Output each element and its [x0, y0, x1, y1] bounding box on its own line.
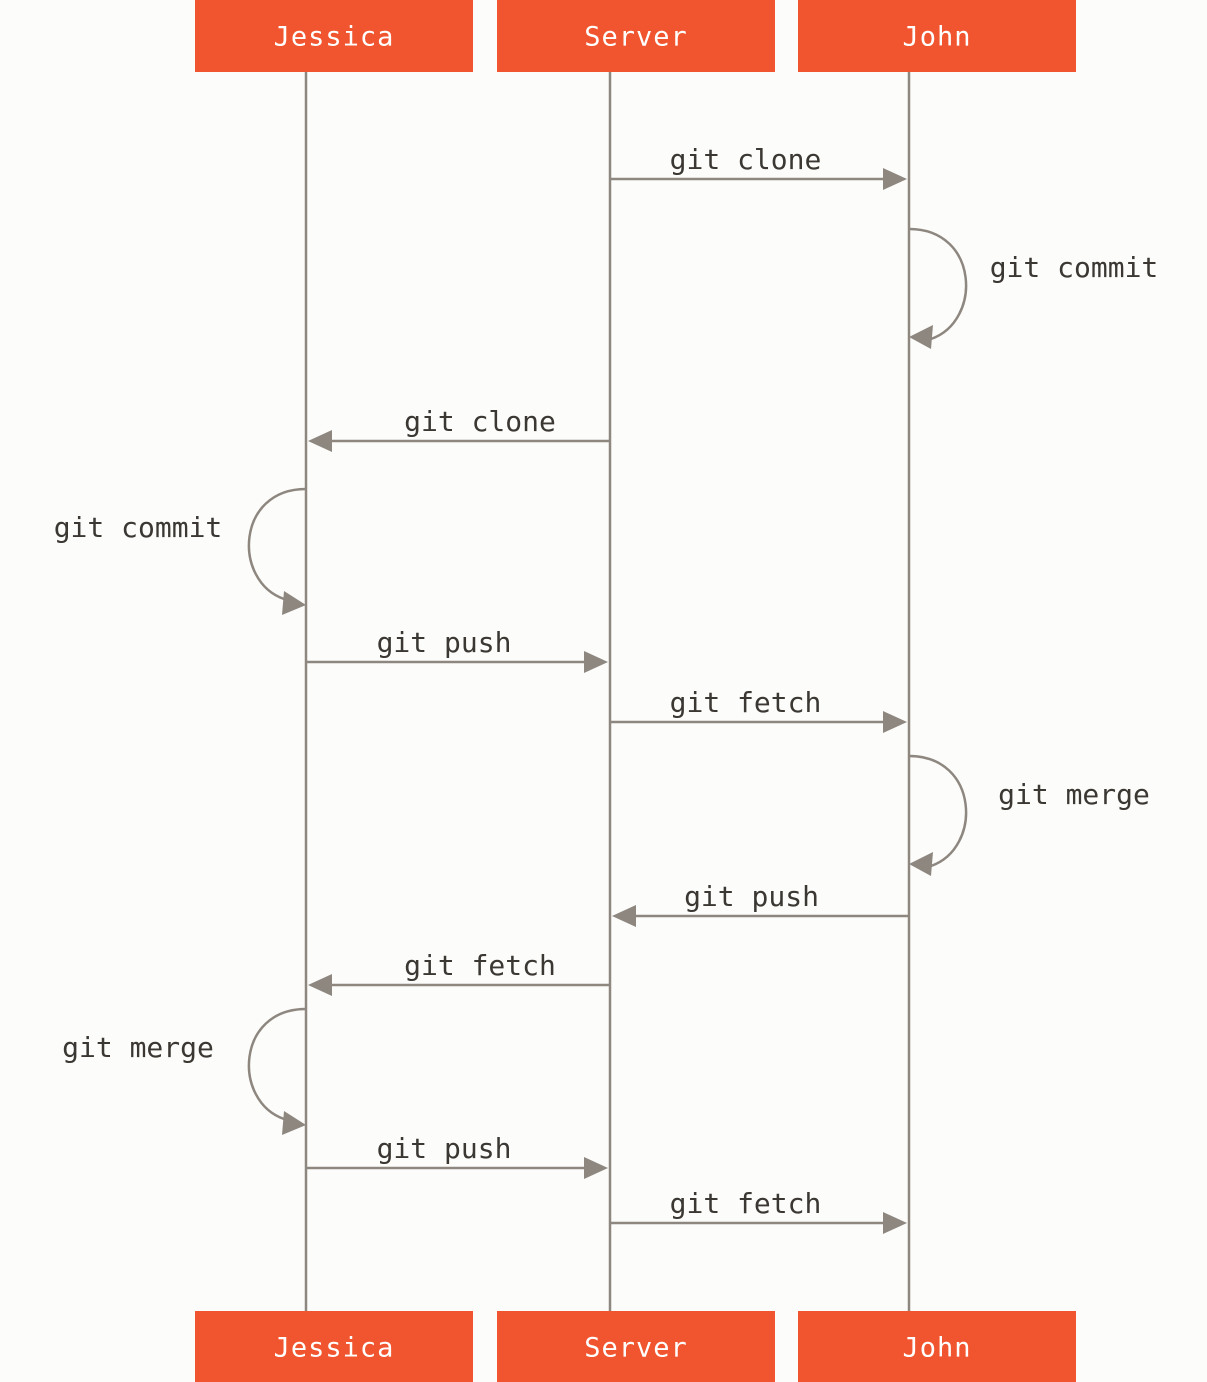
actor-john-bottom: John	[798, 1311, 1076, 1382]
actor-box	[798, 0, 1076, 72]
actor-label: John	[902, 22, 971, 53]
actor-box	[497, 1311, 775, 1382]
message-7: git merge	[908, 754, 1150, 876]
message-10: git merge	[62, 1007, 307, 1135]
message-label: git clone	[404, 405, 556, 438]
actor-box	[798, 1311, 1076, 1382]
message-label: git merge	[998, 778, 1150, 811]
message-label: git push	[377, 1132, 512, 1165]
arrowhead-icon	[282, 591, 306, 615]
actor-label: Server	[584, 1333, 688, 1364]
actor-john-top: John	[798, 0, 1076, 72]
actor-label: John	[902, 1333, 971, 1364]
message-3: git clone	[308, 405, 610, 452]
arrowhead-icon	[282, 1111, 306, 1135]
message-6: git fetch	[610, 686, 907, 733]
message-4: git commit	[54, 487, 307, 615]
message-label: git fetch	[670, 1187, 822, 1220]
message-12: git fetch	[610, 1187, 907, 1234]
self-loop-arrow	[908, 754, 968, 868]
message-1: git clone	[610, 143, 907, 190]
message-label: git push	[684, 880, 819, 913]
message-2: git commit	[908, 227, 1159, 349]
actor-box	[497, 0, 775, 72]
message-label: git clone	[670, 143, 822, 176]
arrowhead-icon	[584, 1157, 608, 1179]
self-loop-arrow	[247, 487, 307, 601]
actor-jessica-bottom: Jessica	[195, 1311, 473, 1382]
message-label: git commit	[990, 251, 1159, 284]
message-9: git fetch	[308, 949, 610, 996]
self-loop-arrow	[908, 227, 968, 341]
arrowhead-icon	[308, 974, 332, 996]
message-label: git merge	[62, 1031, 214, 1064]
actor-label: Jessica	[274, 22, 395, 53]
actor-label: Server	[584, 22, 688, 53]
arrowhead-icon	[883, 168, 907, 190]
message-label: git push	[377, 626, 512, 659]
message-label: git commit	[54, 511, 223, 544]
actor-box	[195, 0, 473, 72]
actor-label: Jessica	[274, 1333, 395, 1364]
arrowhead-icon	[883, 711, 907, 733]
message-8: git push	[612, 880, 909, 927]
arrowhead-icon	[584, 651, 608, 673]
arrowhead-icon	[909, 325, 933, 349]
message-5: git push	[306, 626, 608, 673]
self-loop-arrow	[247, 1007, 307, 1121]
message-label: git fetch	[404, 949, 556, 982]
arrowhead-icon	[308, 430, 332, 452]
arrowhead-icon	[909, 852, 933, 876]
actor-jessica-top: Jessica	[195, 0, 473, 72]
arrowhead-icon	[883, 1212, 907, 1234]
message-11: git push	[306, 1132, 608, 1179]
actor-server-bottom: Server	[497, 1311, 775, 1382]
message-label: git fetch	[670, 686, 822, 719]
actor-box	[195, 1311, 473, 1382]
actor-server-top: Server	[497, 0, 775, 72]
arrowhead-icon	[612, 905, 636, 927]
